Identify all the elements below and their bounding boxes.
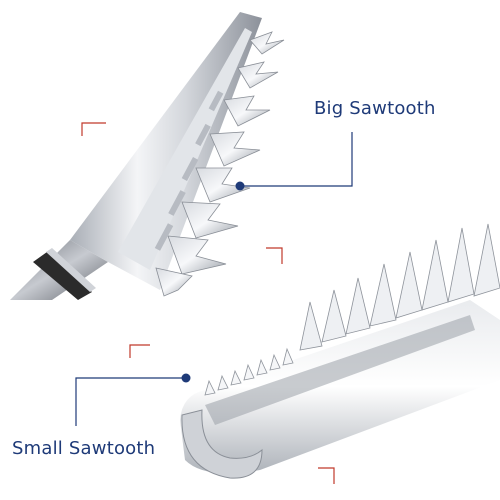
small-sawtooth-label: Small Sawtooth [12, 438, 156, 459]
callout-small [75, 373, 191, 426]
back-teeth [299, 223, 500, 351]
callout-dot-big [235, 181, 245, 191]
small-teeth [204, 347, 294, 396]
callout-dot-small [181, 373, 191, 383]
callout-big [235, 132, 353, 191]
big-teeth [155, 31, 285, 297]
small-sawtooth-tool [180, 223, 500, 479]
tube-rim [181, 409, 263, 479]
handle-ring [33, 252, 92, 300]
big-sawtooth-tool [10, 12, 285, 300]
focus-brackets-bottom [129, 344, 335, 484]
focus-brackets-top [81, 122, 283, 264]
blade-body [70, 12, 262, 290]
big-sawtooth-label: Big Sawtooth [314, 98, 436, 119]
